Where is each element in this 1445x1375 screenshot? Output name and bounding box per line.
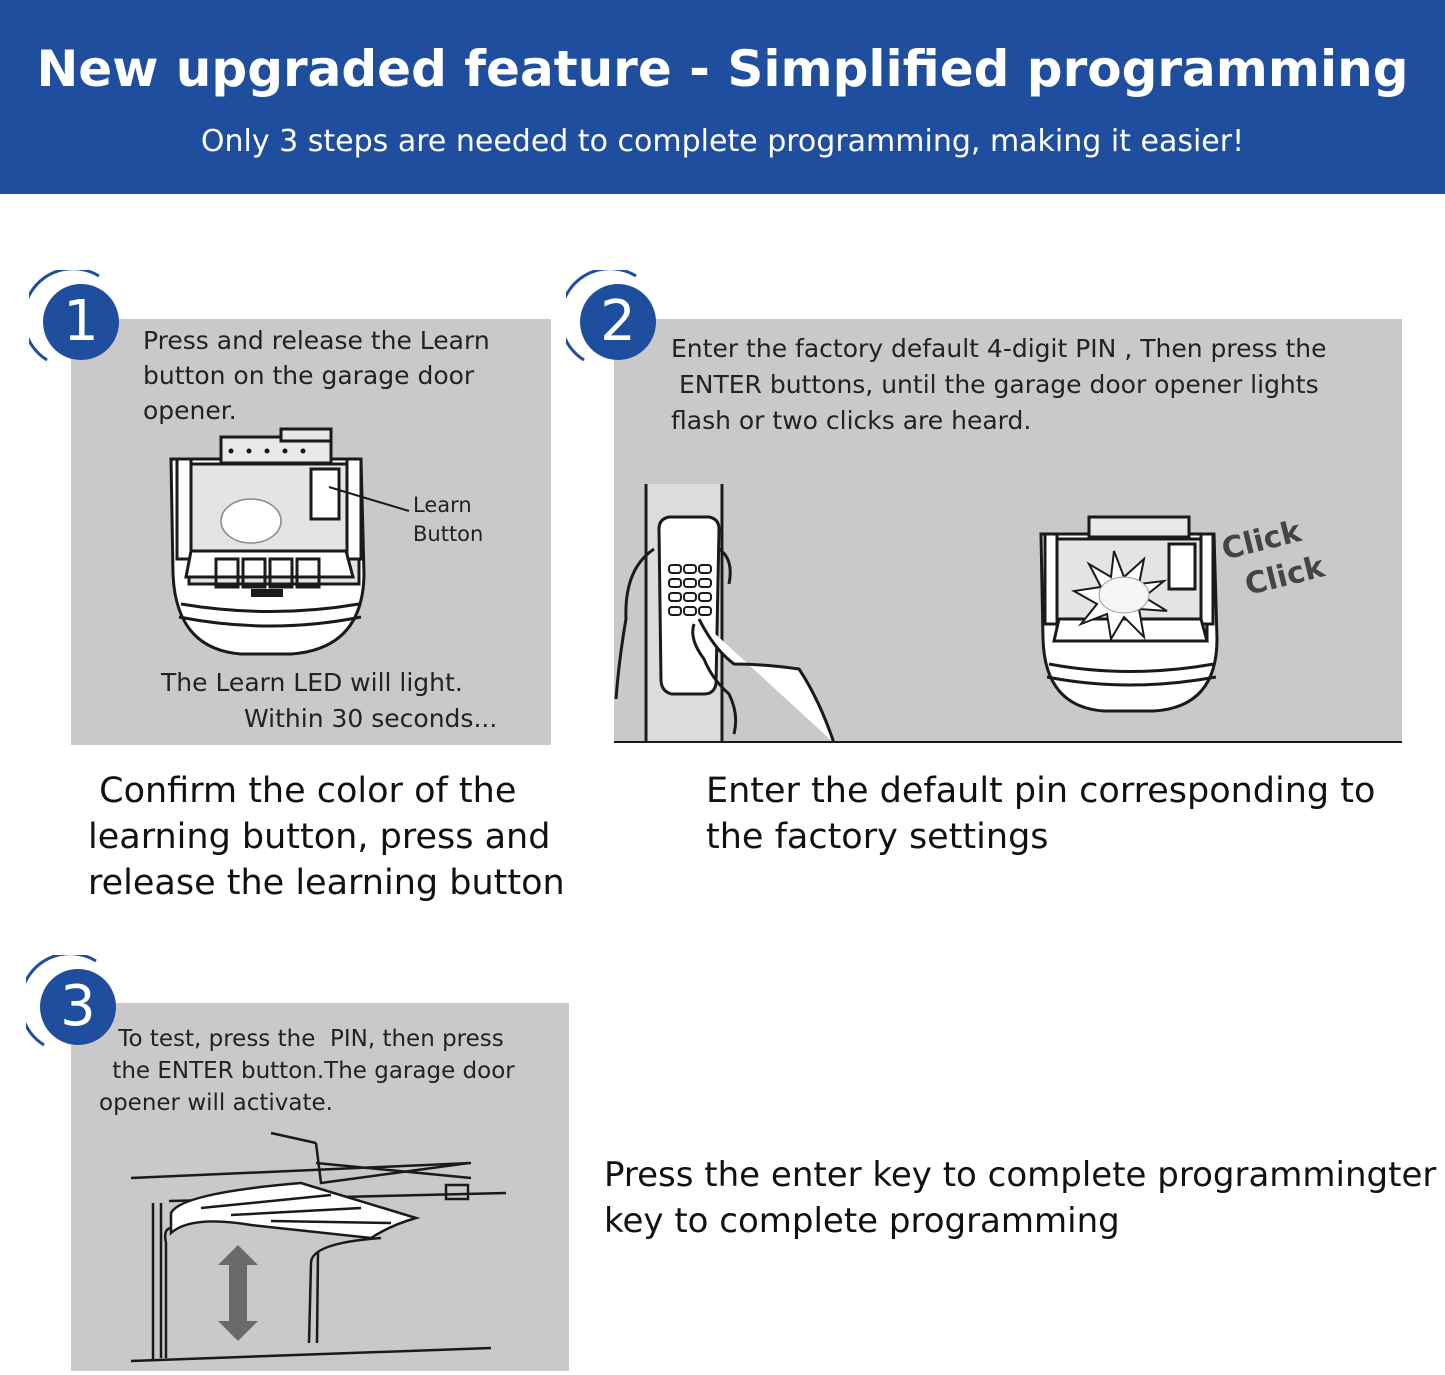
page-subtitle: Only 3 steps are needed to complete prog…	[200, 124, 1245, 159]
step-3-panel: To test, press the PIN, then press the E…	[71, 1003, 569, 1371]
step-2-badge: 2	[566, 270, 670, 374]
step-3-caption: Press the enter key to complete programm…	[604, 1155, 1437, 1241]
header-banner: New upgraded feature - Simplified progra…	[0, 0, 1445, 194]
step-1-footer: The Learn LED will light. Within 30 seco…	[161, 668, 498, 733]
step-1-badge: 1	[29, 270, 133, 374]
garage-opener-illustration	[169, 427, 410, 656]
step-1-instruction: Press and release the Learn button on th…	[143, 326, 490, 425]
step-3-number: 3	[40, 969, 116, 1045]
step-2-caption: Enter the default pin corresponding to t…	[706, 771, 1376, 857]
step-1-number: 1	[43, 284, 119, 360]
step-3-instruction: To test, press the PIN, then press the E…	[99, 1026, 515, 1116]
page-title: New upgraded feature - Simplified progra…	[36, 40, 1409, 98]
step-1-caption: Confirm the color of the learning button…	[88, 771, 565, 903]
step-2-panel: Enter the factory default 4-digit PIN , …	[614, 319, 1402, 743]
step-3-badge: 3	[26, 955, 130, 1059]
keypad-hand-illustration	[614, 484, 1402, 743]
garage-door-illustration	[130, 1131, 507, 1363]
step-2-instruction: Enter the factory default 4-digit PIN , …	[671, 334, 1327, 435]
step-1-panel: Press and release the Learn button on th…	[71, 319, 551, 745]
step-2-number: 2	[580, 284, 656, 360]
learn-button-label: Learn Button	[413, 493, 484, 546]
